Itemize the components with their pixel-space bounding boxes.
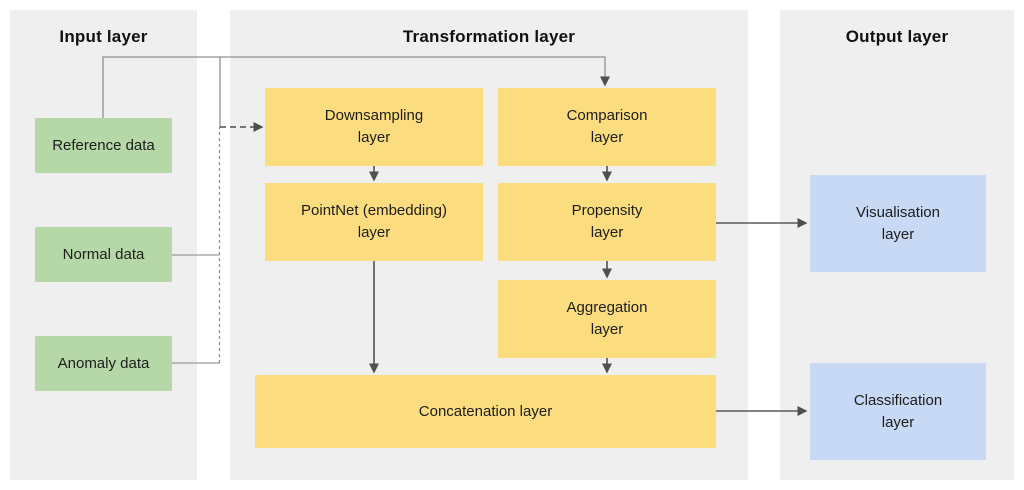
panel-title-output: Output layer: [845, 27, 949, 46]
node-label: Propensity layer: [571, 202, 643, 241]
node-label: Visualisation layer: [856, 203, 940, 243]
node-reference-data: Reference data: [35, 118, 172, 173]
node-label: Downsampling layer: [324, 107, 424, 146]
panel-title-input: Input layer: [59, 27, 148, 46]
node-downsampling-layer: Downsampling layer: [265, 88, 483, 166]
panel-title-transformation: Transformation layer: [402, 27, 576, 46]
node-visualisation-layer: Visualisation layer: [810, 175, 986, 272]
node-classification-layer: Classification layer: [810, 363, 986, 460]
node-concatenation-layer: Concatenation layer: [255, 375, 716, 448]
node-label: Concatenation layer: [418, 402, 553, 420]
node-label: PointNet (embedding) layer: [301, 202, 447, 241]
node-label: Normal data: [62, 245, 145, 263]
node-pointnet-embedding-layer: PointNet (embedding) layer: [265, 183, 483, 261]
node-comparison-layer: Comparison layer: [498, 88, 716, 166]
node-label: Reference data: [52, 136, 155, 154]
node-label: Aggregation layer: [566, 299, 648, 338]
node-label: Anomaly data: [57, 354, 150, 372]
node-aggregation-layer: Aggregation layer: [498, 280, 716, 358]
node-normal-data: Normal data: [35, 227, 172, 282]
node-anomaly-data: Anomaly data: [35, 336, 172, 391]
node-propensity-layer: Propensity layer: [498, 183, 716, 261]
node-label: Comparison layer: [566, 107, 648, 146]
node-label: Classification layer: [853, 391, 943, 431]
